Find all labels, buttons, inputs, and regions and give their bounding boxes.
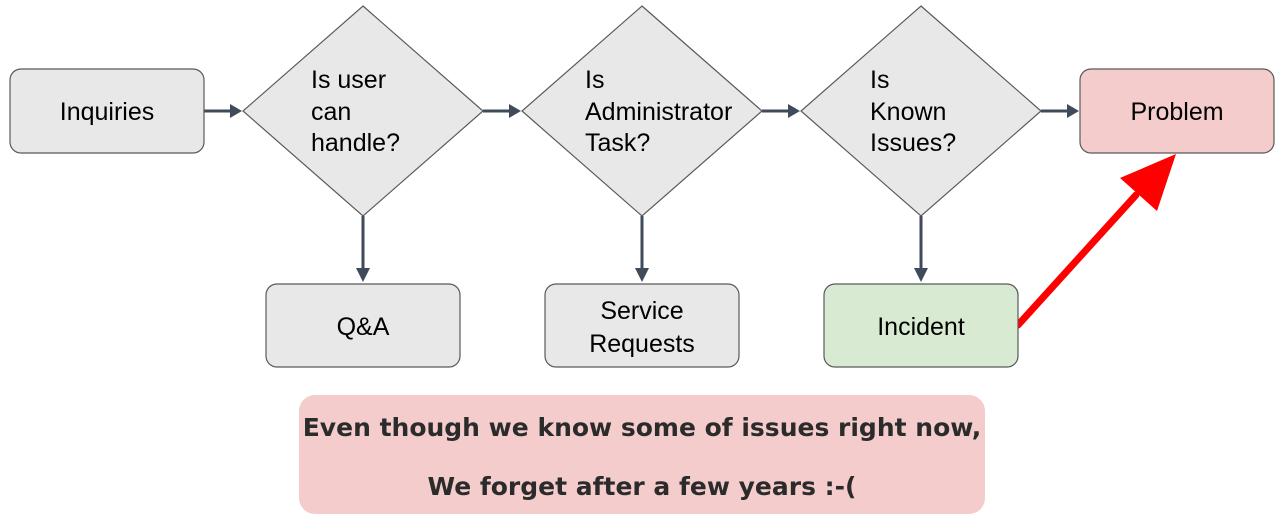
decision-known-line3: Issues? (870, 129, 956, 157)
connector-admin-decision-to-service-requests (635, 216, 649, 282)
connector-user-decision-to-admin-decision (483, 104, 521, 118)
problem-label: Problem (1130, 98, 1223, 126)
inquiries-label: Inquiries (60, 98, 155, 126)
connector-known-decision-to-problem (1041, 104, 1079, 118)
qa-label: Q&A (337, 313, 390, 341)
qa-node: Q&A (265, 283, 461, 368)
decision-user-line2: can (311, 98, 351, 126)
highlight-arrow-incident-to-problem (1014, 154, 1176, 329)
incident-label: Incident (877, 313, 965, 341)
service-requests-line1: Service (600, 297, 683, 325)
incident-node: Incident (823, 283, 1019, 368)
inquiries-node: Inquiries (9, 68, 205, 154)
connector-admin-decision-to-known-decision (762, 104, 800, 118)
decision-admin-line3: Task? (585, 129, 650, 157)
decision-admin-line2: Administrator (585, 98, 732, 126)
decision-known-line2: Known (870, 98, 946, 126)
problem-node: Problem (1079, 68, 1275, 154)
note-line2: We forget after a few years :-( (428, 472, 857, 501)
note-callout: Even though we know some of issues right… (299, 395, 985, 514)
decision-known-issues: Is Known Issues? (800, 5, 1042, 217)
service-requests-node: Service Requests (544, 283, 740, 368)
decision-admin-line1: Is (585, 66, 604, 94)
service-requests-line2: Requests (589, 330, 695, 358)
decision-user-line1: Is user (311, 66, 386, 94)
decision-user-can-handle: Is user can handle? (242, 5, 484, 217)
decision-administrator-task: Is Administrator Task? (521, 5, 763, 217)
connector-user-decision-to-qa (356, 216, 370, 282)
decision-user-line3: handle? (311, 129, 400, 157)
note-line1: Even though we know some of issues right… (303, 413, 982, 442)
connector-inquiries-to-user-decision (204, 104, 242, 118)
connector-known-decision-to-incident (914, 216, 928, 282)
decision-known-line1: Is (870, 66, 889, 94)
